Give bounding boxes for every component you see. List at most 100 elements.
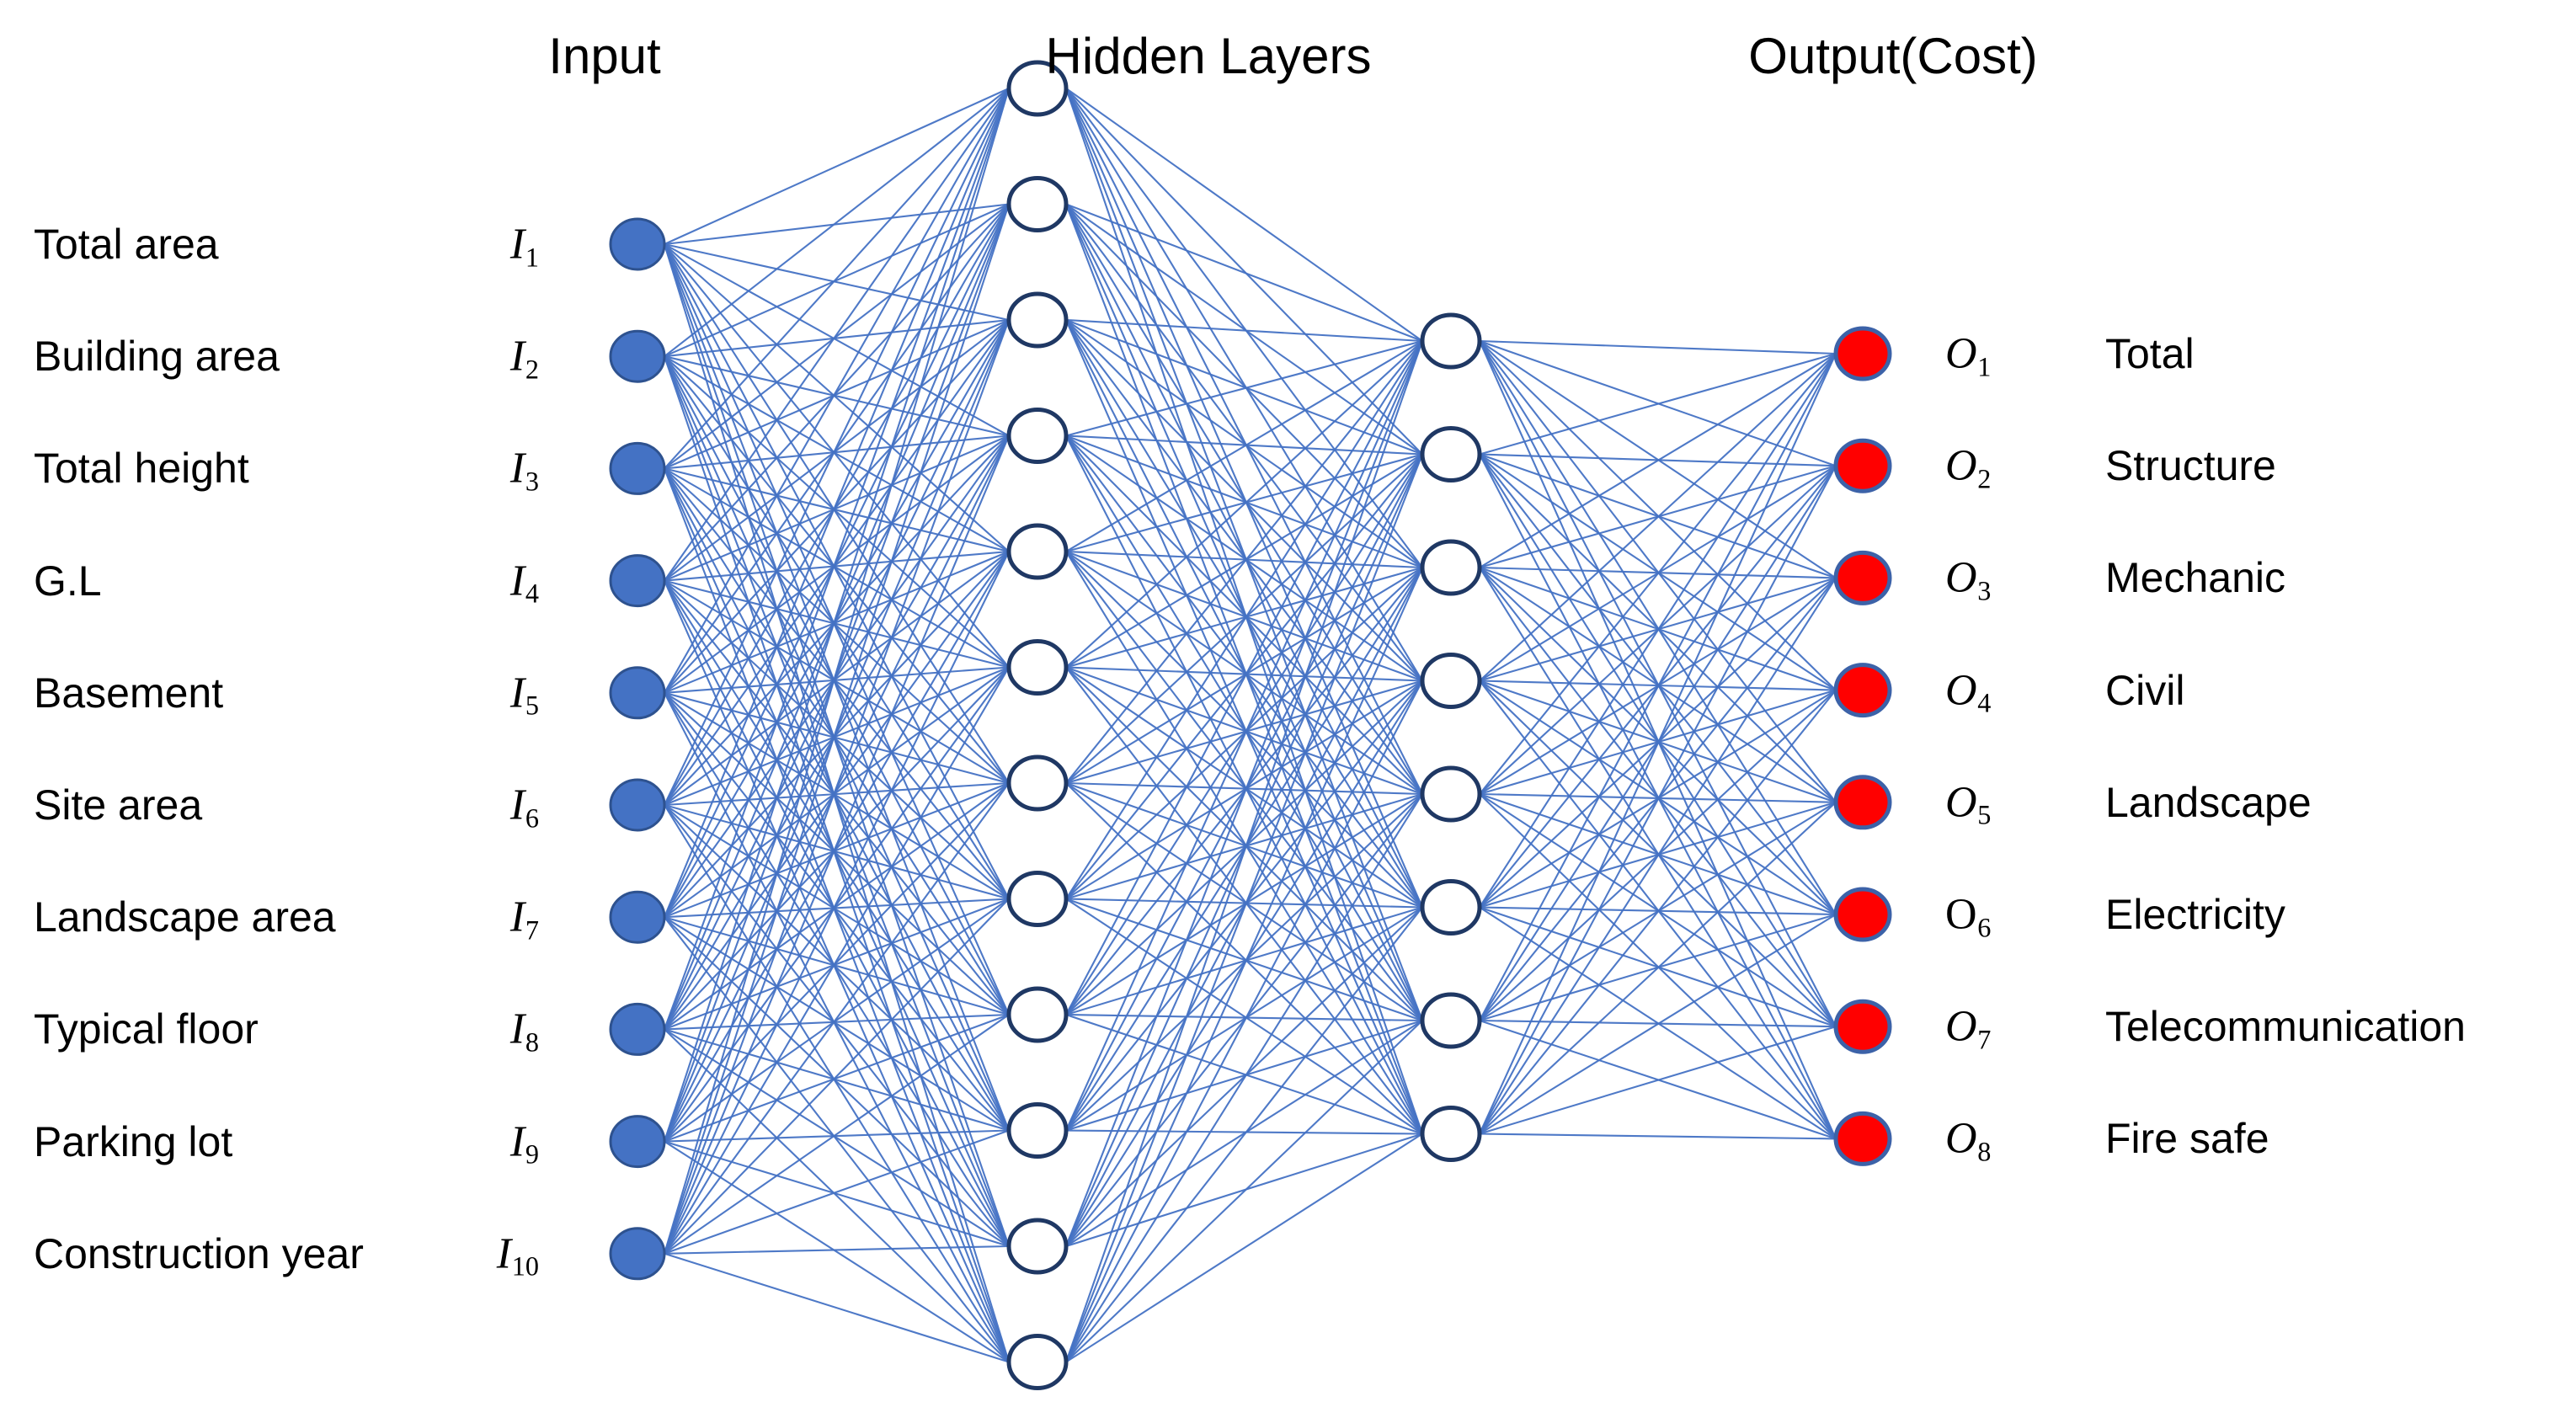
connection-edge [664, 319, 1010, 1255]
connection-edge [664, 434, 1010, 470]
hidden1-node-5[interactable] [1006, 523, 1069, 580]
connection-edge [1065, 898, 1423, 909]
hidden2-node-1[interactable] [1420, 312, 1482, 370]
hidden2-node-7[interactable] [1420, 992, 1482, 1049]
connection-edge [664, 243, 1010, 669]
connection-edge [664, 88, 1010, 358]
connection-edge [1065, 551, 1423, 795]
output-label-1: Total [2105, 330, 2195, 377]
input-node-7[interactable] [609, 890, 666, 944]
connection-edge [664, 203, 1010, 246]
connection-edge [1065, 340, 1423, 1131]
connection-edge [1065, 550, 1423, 569]
input-node-1[interactable] [609, 217, 666, 271]
connection-edge [664, 355, 1010, 1131]
column-title-hidden-layers: Hidden Layers [1045, 28, 1372, 84]
hidden2-node-3[interactable] [1420, 539, 1482, 596]
hidden2-node-4[interactable] [1420, 653, 1482, 709]
connection-edge [664, 355, 1010, 437]
output-node-2[interactable] [1833, 438, 1892, 493]
connection-edge [664, 580, 1010, 1362]
hidden1-node-1[interactable] [1006, 60, 1069, 117]
output-node-1[interactable] [1833, 326, 1892, 381]
hidden1-node-6[interactable] [1006, 639, 1069, 696]
column-title-input: Input [548, 28, 661, 84]
connection-edge [1065, 88, 1423, 456]
input-node-3[interactable] [609, 441, 666, 495]
connection-edge [1065, 1133, 1423, 1248]
connection-edge [1479, 802, 1837, 1135]
hidden2-node-5[interactable] [1420, 765, 1482, 823]
input-node-5[interactable] [609, 666, 666, 720]
input-label-4: G.L [34, 557, 102, 605]
connection-edge [664, 666, 1010, 919]
input-node-6[interactable] [609, 778, 666, 832]
hidden1-node-9[interactable] [1006, 986, 1069, 1043]
node-group [609, 60, 1892, 1390]
connection-edge [1065, 1129, 1423, 1135]
output-node-8[interactable] [1833, 1111, 1892, 1166]
connection-edge [664, 243, 1010, 552]
connection-edge [1479, 353, 1837, 682]
connection-edge [664, 691, 1010, 900]
input-node-10[interactable] [609, 1227, 666, 1281]
output-node-5[interactable] [1833, 775, 1892, 830]
output-node-6[interactable] [1833, 887, 1892, 942]
connection-edge [663, 88, 1011, 1255]
connection-edge [664, 898, 1010, 1255]
connection-edge [664, 692, 1010, 1016]
output-node-7[interactable] [1833, 999, 1892, 1054]
hidden1-node-7[interactable] [1006, 754, 1069, 812]
connection-edge [1065, 551, 1423, 909]
hidden2-node-6[interactable] [1420, 879, 1482, 936]
input-node-9[interactable] [609, 1115, 666, 1169]
output-label-7: Telecommunication [2105, 1003, 2466, 1051]
connection-edge [664, 355, 1010, 900]
connection-edge [664, 467, 1010, 1016]
hidden1-node-4[interactable] [1006, 408, 1069, 464]
output-label-8: Fire safe [2105, 1115, 2269, 1163]
connection-edge [1479, 339, 1837, 355]
hidden1-node-3[interactable] [1006, 291, 1069, 349]
hidden1-node-11[interactable] [1006, 1218, 1069, 1275]
connection-edge [664, 916, 1010, 1016]
connection-edge [664, 319, 1010, 582]
connection-edge [664, 916, 1010, 1247]
connection-edge [664, 88, 1010, 918]
connection-edge [664, 692, 1010, 1132]
hidden2-node-8[interactable] [1420, 1106, 1482, 1162]
connection-edge [664, 898, 1010, 1143]
connection-edge [1479, 353, 1837, 909]
input-label-2: Building area [34, 333, 280, 381]
output-node-4[interactable] [1833, 663, 1892, 718]
connection-edge [664, 88, 1010, 582]
connection-edge [1065, 340, 1423, 784]
input-node-4[interactable] [609, 554, 666, 608]
connection-edge [1479, 577, 1837, 1135]
hidden1-node-10[interactable] [1006, 1102, 1069, 1159]
hidden2-node-2[interactable] [1420, 426, 1482, 482]
connection-edge [664, 1129, 1010, 1143]
connection-edge [1065, 666, 1423, 1021]
connection-edge [1479, 914, 1837, 1135]
connection-edge [664, 782, 1010, 1031]
input-node-8[interactable] [609, 1002, 666, 1056]
output-label-4: Civil [2105, 666, 2185, 714]
hidden1-node-12[interactable] [1006, 1334, 1069, 1390]
connection-edge [664, 1252, 1010, 1363]
connection-edge [1065, 782, 1423, 909]
connection-edge [1065, 434, 1423, 456]
connection-edge [1065, 88, 1423, 342]
connection-edge [664, 579, 1010, 784]
hidden1-node-8[interactable] [1006, 871, 1069, 927]
input-node-2[interactable] [609, 329, 666, 383]
connection-edge [1065, 88, 1423, 682]
output-node-3[interactable] [1833, 550, 1892, 605]
connection-edge [664, 551, 1010, 694]
connection-edge [664, 1245, 1010, 1255]
connection-edge [1479, 353, 1837, 1134]
connection-edge [664, 467, 1010, 669]
connection-edge [1065, 906, 1423, 1363]
connection-edge [664, 203, 1010, 470]
hidden1-node-2[interactable] [1006, 176, 1069, 232]
